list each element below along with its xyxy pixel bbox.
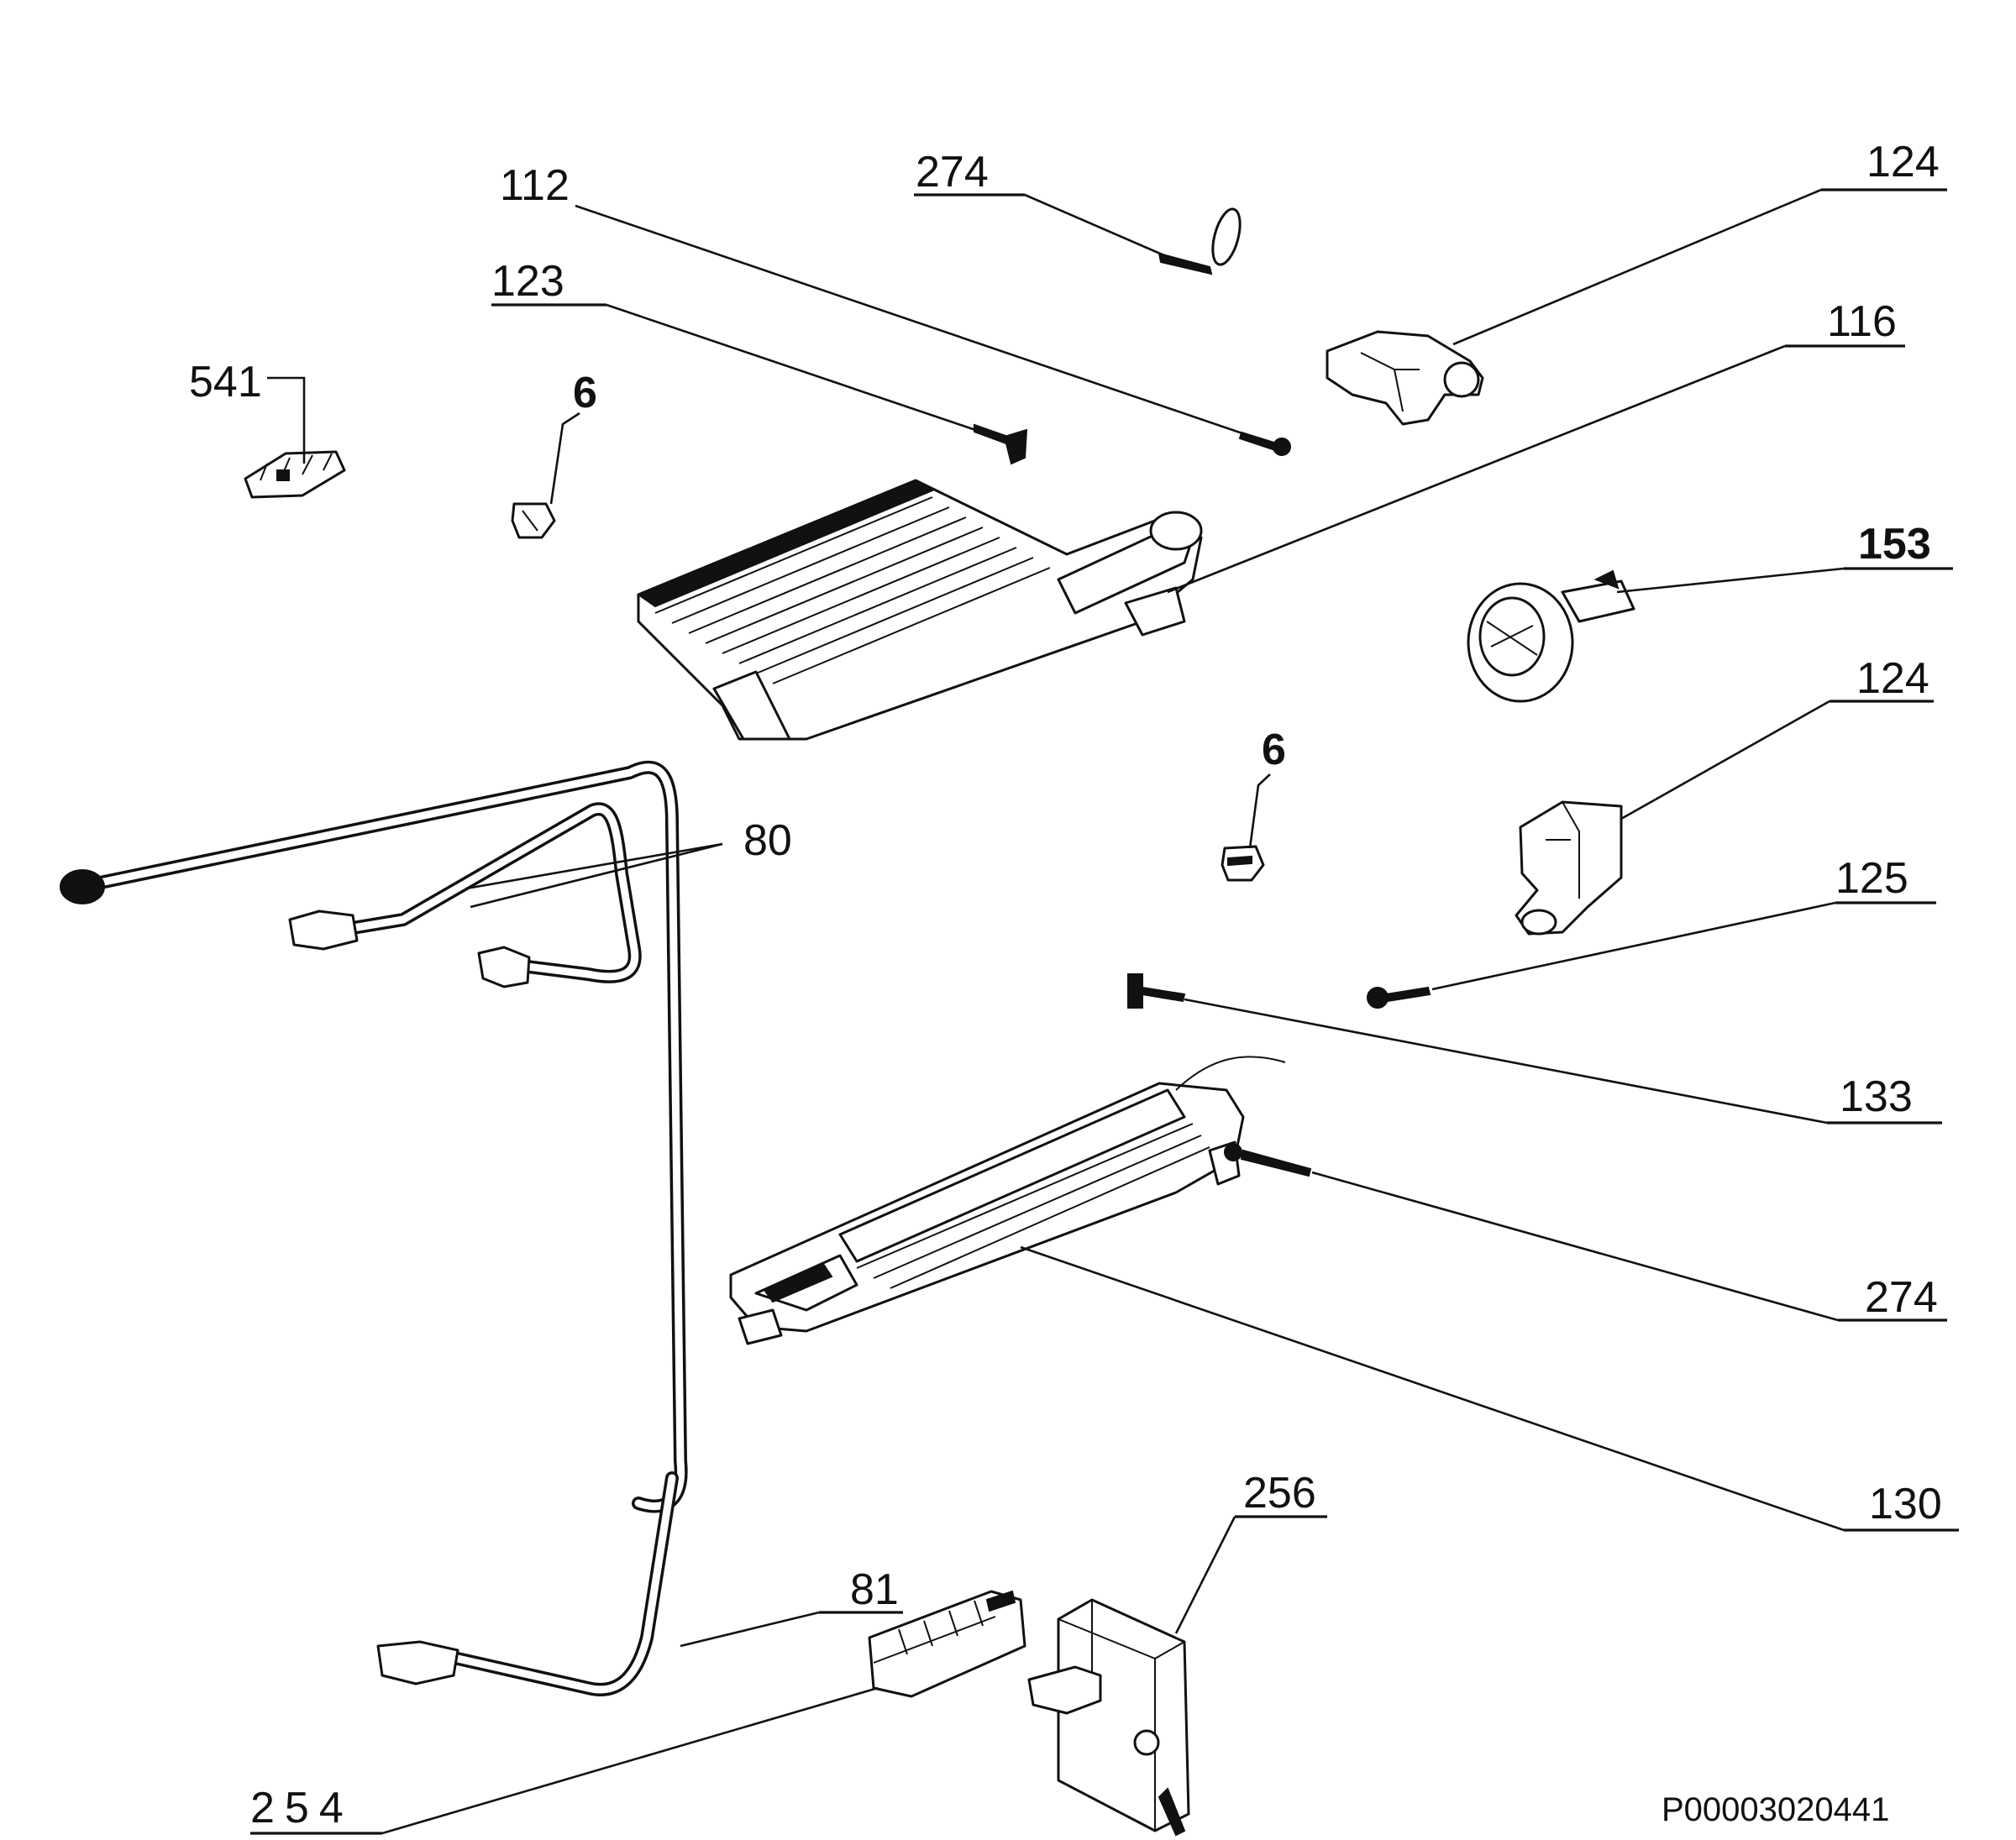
label-274-lower: 274: [1865, 1273, 1938, 1322]
label-133: 133: [1840, 1072, 1913, 1121]
label-153: 153: [1858, 520, 1931, 569]
label-80: 80: [743, 816, 792, 865]
label-81: 81: [850, 1565, 899, 1614]
label-541: 541: [189, 358, 262, 406]
label-112: 112: [500, 161, 570, 210]
part-133-screw: [1127, 973, 1186, 1009]
part-6-clip-middle: [1221, 845, 1265, 882]
part-153-knob: [1467, 569, 1635, 703]
part-124-bracket-lower: [1515, 800, 1623, 936]
leader-lines: [250, 188, 1959, 1835]
label-256: 256: [1243, 1469, 1316, 1518]
label-123: 123: [491, 257, 564, 306]
part-124-bracket-top: [1326, 330, 1484, 426]
part-541-clip: [244, 450, 346, 499]
label-274-top: 274: [916, 148, 989, 197]
part-6-clip-upper: [511, 502, 556, 539]
label-124-top: 124: [1866, 138, 1940, 186]
part-130-oven-burner: [729, 1056, 1286, 1345]
label-125: 125: [1835, 854, 1908, 903]
diagram-code: P00003020441: [1662, 1791, 1889, 1828]
label-124-lower: 124: [1856, 654, 1929, 703]
part-123-screw: [974, 423, 1028, 465]
part-81-gas-pipe: [376, 1471, 679, 1696]
label-6-middle: 6: [1262, 726, 1286, 774]
callout-labels: 112 274 124 123 116 541 6 153 124 6 80 1…: [189, 138, 1942, 1832]
part-125-screw: [1367, 986, 1431, 1009]
part-116-grill-burner: [636, 479, 1203, 741]
part-274-electrode-top: [1158, 207, 1242, 275]
part-112-screw: [1238, 431, 1291, 456]
label-130: 130: [1869, 1480, 1942, 1528]
label-254: 254: [250, 1784, 354, 1832]
part-256-ignition-module: [1027, 1598, 1190, 1837]
label-116: 116: [1827, 297, 1897, 346]
part-254-switch-block: [868, 1590, 1026, 1698]
part-274-electrode-lower: [1224, 1143, 1312, 1177]
label-6-upper: 6: [573, 369, 597, 417]
